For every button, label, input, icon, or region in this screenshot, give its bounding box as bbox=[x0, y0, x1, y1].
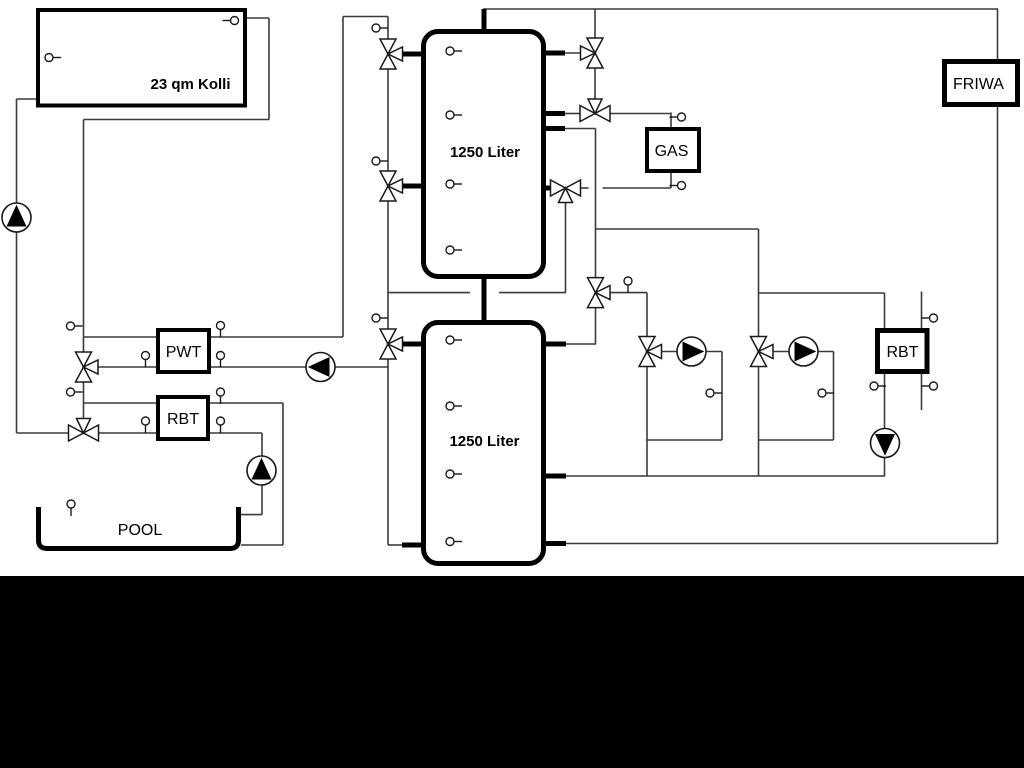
svg-text:RBT: RBT bbox=[167, 411, 199, 428]
svg-text:1250 Liter: 1250 Liter bbox=[449, 433, 519, 450]
svg-text:FRIWA: FRIWA bbox=[953, 76, 1004, 93]
svg-text:1250 Liter: 1250 Liter bbox=[450, 144, 520, 161]
svg-text:RBT: RBT bbox=[887, 344, 919, 361]
svg-text:23 qm Kolli: 23 qm Kolli bbox=[150, 76, 230, 93]
svg-text:PWT: PWT bbox=[166, 344, 202, 361]
svg-text:GAS: GAS bbox=[655, 143, 689, 160]
svg-text:POOL: POOL bbox=[118, 522, 163, 539]
